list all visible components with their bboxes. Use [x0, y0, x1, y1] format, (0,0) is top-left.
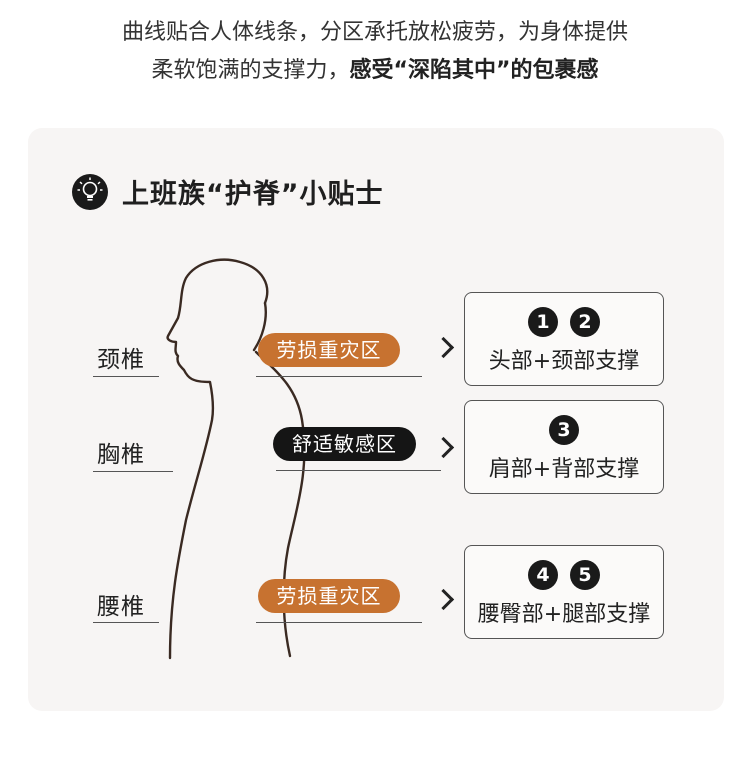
support-numbers: 3 — [465, 415, 663, 445]
tips-title: 上班族“护脊”小贴士 — [122, 179, 384, 210]
intro-text: 曲线贴合人体线条，分区承托放松疲劳，为身体提供 柔软饱满的支撑力，感受“深陷其中… — [0, 14, 750, 90]
support-text: 腰臀部+腿部支撑 — [477, 602, 651, 627]
intro-line-2: 柔软饱满的支撑力，感受“深陷其中”的包裹感 — [0, 52, 750, 90]
support-text: 肩部+背部支撑 — [488, 457, 640, 482]
body-back-outline — [166, 258, 269, 660]
number-badge-5: 5 — [570, 560, 600, 590]
intro-line-2-bold: 感受“深陷其中”的包裹感 — [349, 58, 599, 83]
zone-badge-cervical: 劳损重灾区 — [258, 333, 400, 367]
divider-line — [93, 622, 159, 623]
zone-badge-lumbar: 劳损重灾区 — [258, 579, 400, 613]
number-badge-3: 3 — [549, 415, 579, 445]
divider-line — [276, 470, 441, 471]
zone-badge-thoracic: 舒适敏感区 — [273, 427, 416, 461]
spine-label-thoracic: 胸椎 — [97, 442, 145, 468]
number-badge-4: 4 — [528, 560, 558, 590]
divider-line — [256, 376, 422, 377]
number-badge-2: 2 — [570, 307, 600, 337]
divider-line — [256, 622, 422, 623]
lightbulb-icon — [72, 174, 108, 210]
support-text: 头部+颈部支撑 — [488, 349, 640, 374]
divider-line — [93, 471, 173, 472]
support-box-shoulder-back: 3 肩部+背部支撑 — [464, 400, 664, 494]
number-badge-1: 1 — [528, 307, 558, 337]
intro-line-2-normal: 柔软饱满的支撑力， — [151, 58, 350, 83]
spine-label-lumbar: 腰椎 — [97, 594, 145, 620]
spine-label-cervical: 颈椎 — [97, 347, 145, 373]
divider-line — [93, 376, 159, 377]
body-head-front — [252, 301, 267, 352]
intro-line-1: 曲线贴合人体线条，分区承托放松疲劳，为身体提供 — [121, 20, 628, 45]
